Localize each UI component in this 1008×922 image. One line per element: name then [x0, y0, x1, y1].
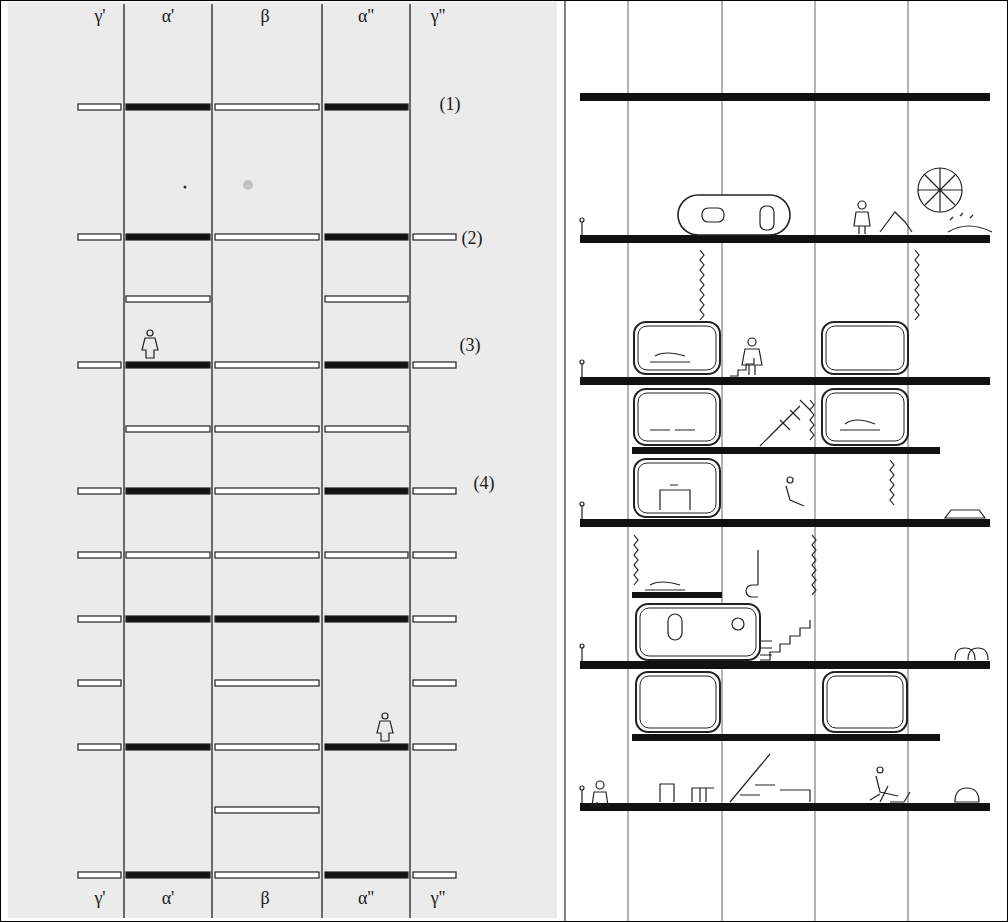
- column-label: γ'': [431, 6, 445, 26]
- floor-slabs: [580, 93, 990, 811]
- column-lines: [124, 4, 410, 918]
- callout-number: (4): [474, 473, 495, 493]
- callout-number: (1): [440, 94, 461, 114]
- column-label: γ'': [431, 888, 445, 908]
- column-label: α'': [358, 888, 374, 908]
- dot: [184, 186, 187, 189]
- callout-number: (2): [462, 228, 483, 248]
- capsule: [634, 195, 908, 732]
- floor-slabs: [78, 104, 456, 878]
- column-label: β: [260, 888, 269, 908]
- smudge: [243, 180, 253, 190]
- paper: [8, 2, 557, 918]
- column-label: α': [162, 888, 175, 908]
- person-figure: [142, 330, 393, 741]
- column-label: γ': [94, 6, 105, 26]
- column-label: β: [260, 6, 269, 26]
- column-label: γ': [94, 888, 105, 908]
- divider: [565, 0, 566, 922]
- callout-number: (3): [460, 335, 481, 355]
- detail-sketch: [580, 168, 992, 806]
- column-label: α': [162, 6, 175, 26]
- column-label: α'': [358, 6, 374, 26]
- grid-lines: [628, 0, 908, 922]
